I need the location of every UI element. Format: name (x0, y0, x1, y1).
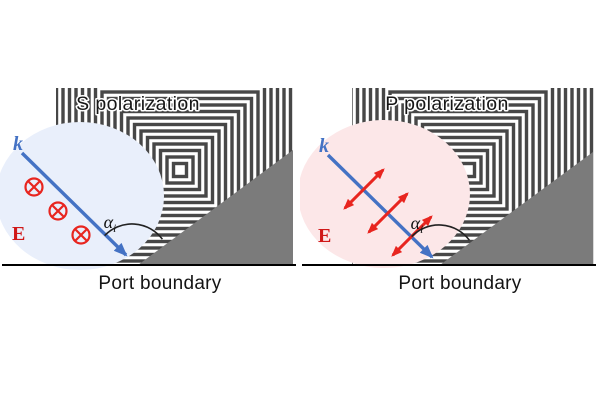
e-field-label: E (12, 223, 25, 245)
incidence-angle-arc (104, 223, 164, 240)
angle-label-base: α (104, 212, 114, 232)
circled-x-icon (71, 225, 91, 245)
s-polarization-diagram: S polarization k E αi Port boundary (0, 88, 296, 295)
port-boundary-label: Port boundary (98, 273, 221, 294)
incidence-angle-label: αi (411, 213, 424, 236)
panel-title: P polarization (385, 93, 508, 115)
e-field-into-page-icons (24, 177, 91, 245)
p-polarization-diagram: P polarization k E αi Port boundary (300, 88, 596, 295)
circled-x-icon (48, 201, 68, 221)
angle-label-sub: i (113, 221, 116, 235)
k-vector-arrow (20, 151, 128, 257)
incidence-angle-label: αi (104, 212, 117, 235)
k-vector-label: k (319, 135, 329, 157)
incidence-angle-arc (411, 224, 471, 241)
double-headed-arrow-icon (367, 192, 409, 234)
e-field-label: E (318, 225, 331, 247)
circled-x-icon (24, 177, 44, 197)
wedge-shape (440, 152, 593, 265)
wedge-shape (138, 150, 293, 265)
k-vector-label: k (13, 133, 23, 155)
highlight-blob (0, 122, 164, 270)
panel-title: S polarization (76, 93, 200, 115)
double-headed-arrow-icon (343, 168, 385, 210)
port-boundary-label: Port boundary (398, 273, 521, 294)
angle-label-sub: i (420, 222, 423, 236)
angle-label-base: α (411, 213, 421, 233)
